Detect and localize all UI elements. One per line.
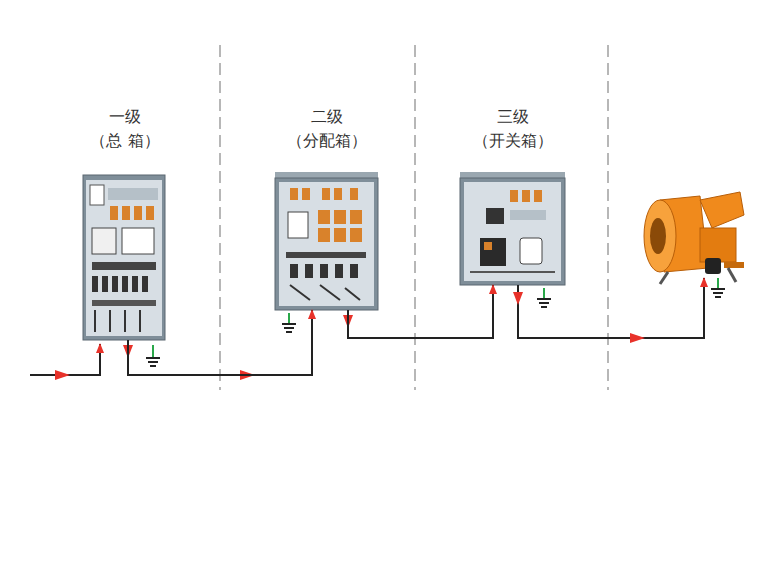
main-cabinet <box>83 175 165 340</box>
level-heading: 一级 <box>66 105 184 129</box>
level-heading: 三级 <box>451 105 574 129</box>
wire <box>30 278 704 375</box>
concrete-mixer <box>644 192 744 284</box>
box-name: （分配箱） <box>265 129 388 153</box>
distribution-cabinet-node: 二级（分配箱） <box>265 105 388 310</box>
box-name: （开关箱） <box>451 129 574 153</box>
level-heading: 二级 <box>265 105 388 129</box>
distribution-cabinet <box>275 172 378 310</box>
ground-symbol <box>146 278 725 366</box>
switch-cabinet-node: 三级（开关箱） <box>451 105 574 285</box>
power-cable <box>348 285 493 338</box>
flow-arrow <box>55 292 645 380</box>
main-cabinet-node: 一级（总 箱） <box>66 105 184 340</box>
switch-cabinet <box>460 172 565 285</box>
power-cable <box>128 310 312 375</box>
box-name: （总 箱） <box>66 129 184 153</box>
